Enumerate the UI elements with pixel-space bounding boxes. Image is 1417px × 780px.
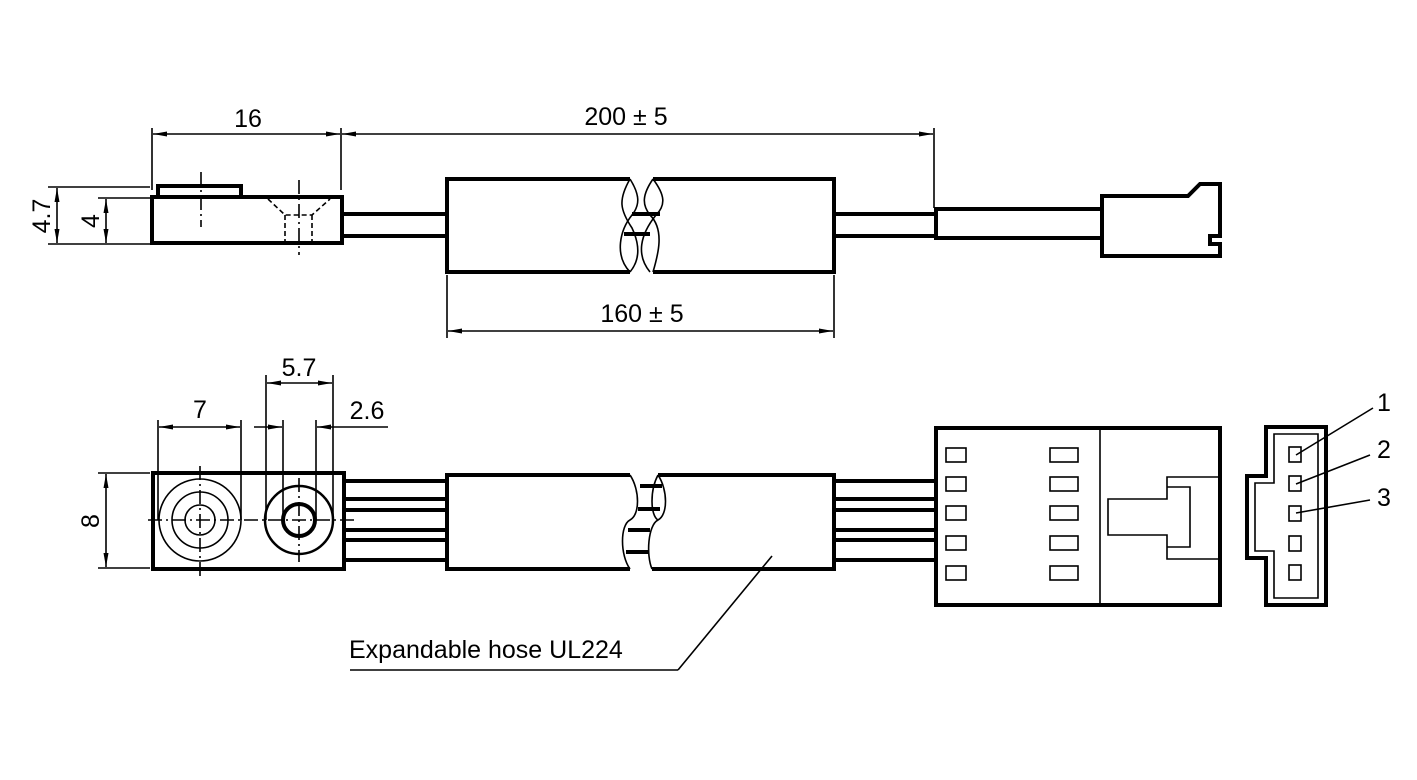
hose-callout: Expandable hose UL224 (349, 555, 773, 671)
pin-label-1: 1 (1377, 389, 1391, 417)
cable-side (342, 212, 937, 238)
dimension-5-7: 5.7 (265, 354, 334, 520)
dim-counterbore-label: 5.7 (282, 354, 317, 382)
dimension-8: 8 (77, 472, 150, 569)
dimension-2-6: 2.6 (254, 397, 388, 520)
dimension-160: 160 ± 5 (446, 275, 835, 338)
bottom-view: Expandable hose UL224 (77, 354, 1391, 671)
pin-label-2: 2 (1377, 436, 1391, 464)
sensor-body-side (150, 172, 344, 255)
dim-depth-label: 8 (77, 514, 105, 528)
dim-hose-length-label: 160 ± 5 (600, 300, 683, 328)
connector-face: 1 2 3 (1245, 389, 1391, 607)
sensor-body-top (148, 466, 355, 576)
dimension-height: 4.7 4 (28, 186, 150, 245)
dimension-7: 7 (157, 396, 242, 520)
connector-plug-top (934, 426, 1222, 607)
hose-side (445, 177, 836, 274)
dim-hole-label: 2.6 (350, 397, 385, 425)
dim-hole-spacing-label: 7 (193, 396, 207, 424)
dimension-200: 200 ± 5 (342, 103, 935, 208)
wires-top (344, 479, 937, 562)
plug-contacts (945, 447, 1079, 581)
pin-label-3: 3 (1377, 484, 1391, 512)
top-view: 16 200 ± 5 160 ± 5 4.7 4 (28, 103, 1222, 338)
dim-height-total-label: 4.7 (28, 199, 56, 234)
dim-width-label: 16 (234, 105, 262, 133)
dim-cable-length-label: 200 ± 5 (584, 103, 667, 131)
dimension-16: 16 (151, 105, 342, 190)
dim-height-body-label: 4 (77, 214, 105, 228)
hose-callout-label: Expandable hose UL224 (349, 636, 623, 664)
hose-top (445, 473, 836, 571)
connector-side (934, 182, 1222, 258)
